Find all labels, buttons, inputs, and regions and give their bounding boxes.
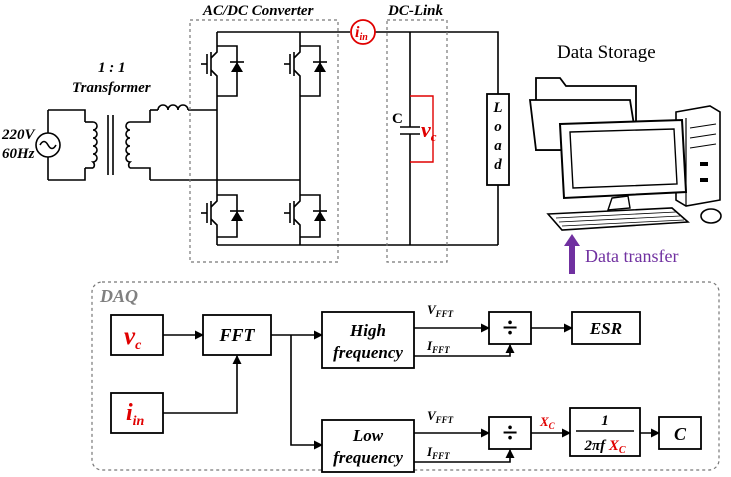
divider-symbol-low: ÷ <box>502 418 517 449</box>
svg-text:iin: iin <box>355 24 368 43</box>
source-frequency: 60Hz <box>2 146 35 162</box>
mouse-icon <box>700 208 722 224</box>
current-sensor-subscript: in <box>359 32 368 43</box>
capacitor <box>400 32 434 245</box>
input-vc-subscript: c <box>135 338 142 353</box>
transformer-ratio: 1 : 1 <box>98 60 126 76</box>
svg-text:iin: iin <box>126 400 145 429</box>
divider-box-low <box>488 416 532 450</box>
xc-signal-subscript: C <box>549 421 556 431</box>
high-frequency-line1: High <box>349 321 386 340</box>
svg-text:IFFT: IFFT <box>426 338 450 355</box>
c-output-box <box>658 416 702 450</box>
inductor <box>150 104 217 111</box>
low-frequency-line1: Low <box>352 426 384 445</box>
dclink-frame <box>386 19 448 263</box>
c-output-label: C <box>674 424 687 444</box>
dclink-label: DC-Link <box>387 3 444 19</box>
high-frequency-box <box>321 311 415 369</box>
daq-frame <box>91 281 720 471</box>
svg-text:2πf XC: 2πf XC <box>583 438 625 456</box>
v-fft-high-subscript: FFT <box>435 309 454 319</box>
svg-text:XC: XC <box>539 414 556 431</box>
keyboard-icon <box>546 207 690 231</box>
power-circuit: 220V 60Hz 1 : 1 Transformer <box>1 3 510 263</box>
formula-numerator: 1 <box>601 413 609 429</box>
converter-frame <box>189 19 339 263</box>
esr-label: ESR <box>589 319 622 338</box>
formula-xc-subscript: C <box>619 445 626 456</box>
daq-title: DAQ <box>99 286 138 306</box>
current-sensor: iin <box>350 19 376 45</box>
load-letter: L <box>492 100 502 116</box>
low-frequency-line2: frequency <box>333 448 403 467</box>
i-fft-low-symbol: I <box>426 444 433 459</box>
input-iin-symbol: i <box>126 400 133 426</box>
daq-connections <box>163 323 660 463</box>
data-transfer-label: Data transfer <box>585 246 678 266</box>
input-vc-symbol: v <box>124 323 136 350</box>
xc-signal-symbol: X <box>539 414 549 429</box>
capacitor-label: C <box>392 111 403 127</box>
v-fft-low-symbol: V <box>427 408 437 423</box>
data-storage: Data Storage <box>528 42 722 274</box>
igbt-switches <box>201 32 327 245</box>
converter-label: AC/DC Converter <box>202 3 314 19</box>
svg-text:VFFT: VFFT <box>427 408 454 425</box>
esr-box <box>571 311 641 345</box>
divider-symbol-high: ÷ <box>502 313 517 344</box>
fft-box <box>202 314 272 356</box>
i-fft-low-subscript: FFT <box>431 451 450 461</box>
load-letter: d <box>494 157 502 173</box>
svg-text:vc: vc <box>421 117 437 144</box>
v-fft-low-subscript: FFT <box>435 415 454 425</box>
transformer-label: Transformer <box>72 80 151 96</box>
i-fft-high-symbol: I <box>426 338 433 353</box>
svg-text:IFFT: IFFT <box>426 444 450 461</box>
daq-section: DAQ vc iin FFT High frequency Low freque… <box>91 281 720 473</box>
divider-box-high <box>488 311 532 345</box>
input-iin-subscript: in <box>133 414 145 429</box>
capacitor-voltage-subscript: c <box>431 129 437 144</box>
input-iin-box <box>110 392 164 434</box>
fft-label: FFT <box>218 325 255 345</box>
storage-title: Data Storage <box>557 42 656 63</box>
capacitor-voltage-symbol: v <box>421 117 431 142</box>
i-fft-high-subscript: FFT <box>431 345 450 355</box>
v-fft-high-symbol: V <box>427 302 437 317</box>
high-frequency-line2: frequency <box>333 343 403 362</box>
source-voltage: 220V <box>1 127 37 143</box>
current-sensor-symbol: i <box>355 24 360 41</box>
monitor-icon <box>558 118 688 211</box>
low-frequency-box <box>321 419 415 473</box>
load-letter: a <box>494 138 502 154</box>
transformer <box>85 110 151 180</box>
formula-xc-symbol: X <box>608 438 620 454</box>
load-letter: o <box>494 119 502 135</box>
formula-prefix: 2πf <box>583 438 608 454</box>
ac-source <box>35 110 61 180</box>
computer-tower-icon <box>675 105 721 207</box>
svg-text:vc: vc <box>124 323 142 353</box>
svg-text:VFFT: VFFT <box>427 302 454 319</box>
data-transfer-arrow <box>564 234 580 274</box>
